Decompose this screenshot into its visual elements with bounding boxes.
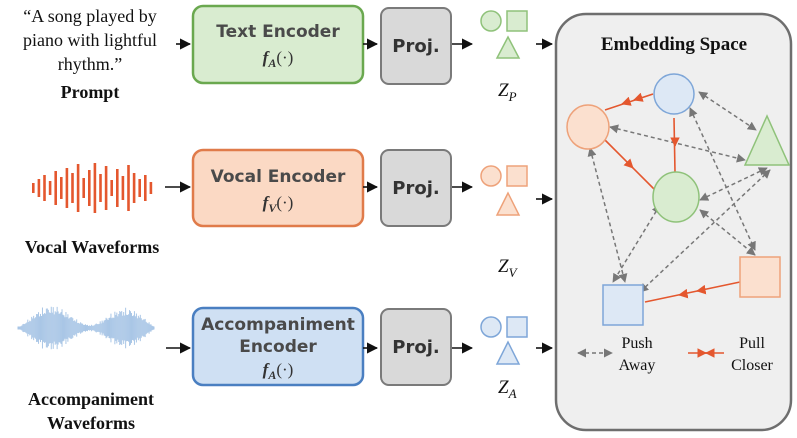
vocal-wave-bar xyxy=(132,173,136,203)
accompaniment-waveform-graphic xyxy=(17,306,155,350)
vocal-waveform-graphic xyxy=(32,163,153,213)
vocal-wave-bar xyxy=(99,174,102,202)
zp-label: ZP xyxy=(498,80,517,104)
accompaniment-encoder-function: fA(·) xyxy=(263,360,294,382)
proj-label-text: Proj. xyxy=(392,36,439,57)
prompt-quote-line-3: rhythm.” xyxy=(58,54,123,74)
embedding-green-triangle-node xyxy=(743,114,791,166)
legend-push-line-2: Away xyxy=(619,357,656,374)
proj-box-text: Proj. xyxy=(380,7,452,85)
pull-edge xyxy=(644,281,741,303)
vocal-wave-bar xyxy=(121,176,125,200)
zp-square-icon xyxy=(506,10,528,32)
pull-closer-edges xyxy=(604,92,741,303)
vocal-encoder-box: Vocal Encoder fV(·) xyxy=(191,148,365,228)
za-label: ZA xyxy=(498,377,517,401)
accompaniment-encoder-title-line-2: Encoder xyxy=(239,337,317,357)
vocal-wave-bar xyxy=(127,165,130,211)
vocal-wave-bar xyxy=(37,179,41,197)
vocal-wave-bar xyxy=(65,168,69,208)
vocal-wave-bar xyxy=(54,171,57,205)
prompt-block: “A song played by piano with lightful rh… xyxy=(23,6,157,102)
vocal-wave-bar xyxy=(104,166,108,210)
accompaniment-label-line-1: Accompaniment xyxy=(28,389,154,409)
proj-label-accompaniment: Proj. xyxy=(392,337,439,358)
vocal-wave-bar xyxy=(144,175,147,201)
accompaniment-encoder-box: Accompaniment Encoder fA(·) xyxy=(191,306,365,387)
vocal-wave-bar xyxy=(93,163,97,213)
accompaniment-encoder-title-line-1: Accompaniment xyxy=(201,315,355,335)
text-encoder-box: Text Encoder fA(·) xyxy=(191,4,365,85)
vocal-wave-bar xyxy=(32,183,35,193)
legend: Push Away Pull Closer xyxy=(577,335,774,374)
text-encoder-function: fA(·) xyxy=(263,48,294,70)
zv-circle-icon xyxy=(480,165,502,187)
legend-pull-line-2: Closer xyxy=(731,357,773,374)
vocal-wave-bar xyxy=(43,175,46,201)
vocal-wave-bar xyxy=(138,179,141,197)
vocal-wave-bar xyxy=(82,178,85,198)
embedding-space-title: Embedding Space xyxy=(601,34,747,55)
zp-shapes xyxy=(480,10,528,59)
prompt-quote-line-1: “A song played by xyxy=(23,6,156,26)
prompt-label: Prompt xyxy=(61,82,120,102)
vocal-wave-bar xyxy=(110,180,113,196)
embedding-green-circle-node xyxy=(652,171,700,223)
vocal-wave-bar xyxy=(60,177,63,199)
zp-circle-icon xyxy=(480,10,502,32)
zv-square-icon xyxy=(506,165,528,187)
embedding-space-panel: Embedding Space xyxy=(554,12,793,432)
embedding-blue-square-node xyxy=(602,284,644,326)
proj-box-accompaniment: Proj. xyxy=(380,308,452,386)
za-circle-icon xyxy=(480,316,502,338)
legend-pull-line-1: Pull xyxy=(739,335,765,352)
vocal-encoder-function: fV(·) xyxy=(263,193,294,215)
proj-label-vocal: Proj. xyxy=(392,178,439,199)
vocal-wave-bar xyxy=(116,169,119,207)
embedding-blue-circle-node xyxy=(653,73,695,115)
embedding-orange-square-node xyxy=(739,256,781,298)
za-shapes xyxy=(480,316,528,365)
zv-triangle-icon xyxy=(495,191,521,216)
embedding-orange-circle-node xyxy=(566,104,610,150)
legend-push-line-1: Push xyxy=(621,335,652,352)
za-triangle-icon xyxy=(495,340,521,365)
vocal-wave-bar xyxy=(149,182,153,194)
vocal-wave-bar xyxy=(48,181,52,195)
prompt-quote-line-2: piano with lightful xyxy=(23,30,157,50)
push-edge xyxy=(639,169,771,293)
vocal-encoder-title: Vocal Encoder xyxy=(211,167,346,187)
zv-shapes xyxy=(480,165,528,216)
push-away-edges xyxy=(587,91,771,293)
vocal-wave-bar xyxy=(88,170,91,206)
vocal-wave-bar xyxy=(71,173,74,203)
accompaniment-label-line-2: Waveforms xyxy=(47,413,135,433)
za-square-icon xyxy=(506,316,528,338)
vocal-waveforms-label: Vocal Waveforms xyxy=(25,237,160,257)
proj-box-vocal: Proj. xyxy=(380,149,452,227)
vocal-wave-bar xyxy=(76,164,80,212)
text-encoder-title: Text Encoder xyxy=(216,22,340,42)
zv-label: ZV xyxy=(498,256,519,280)
zp-triangle-icon xyxy=(495,35,521,59)
